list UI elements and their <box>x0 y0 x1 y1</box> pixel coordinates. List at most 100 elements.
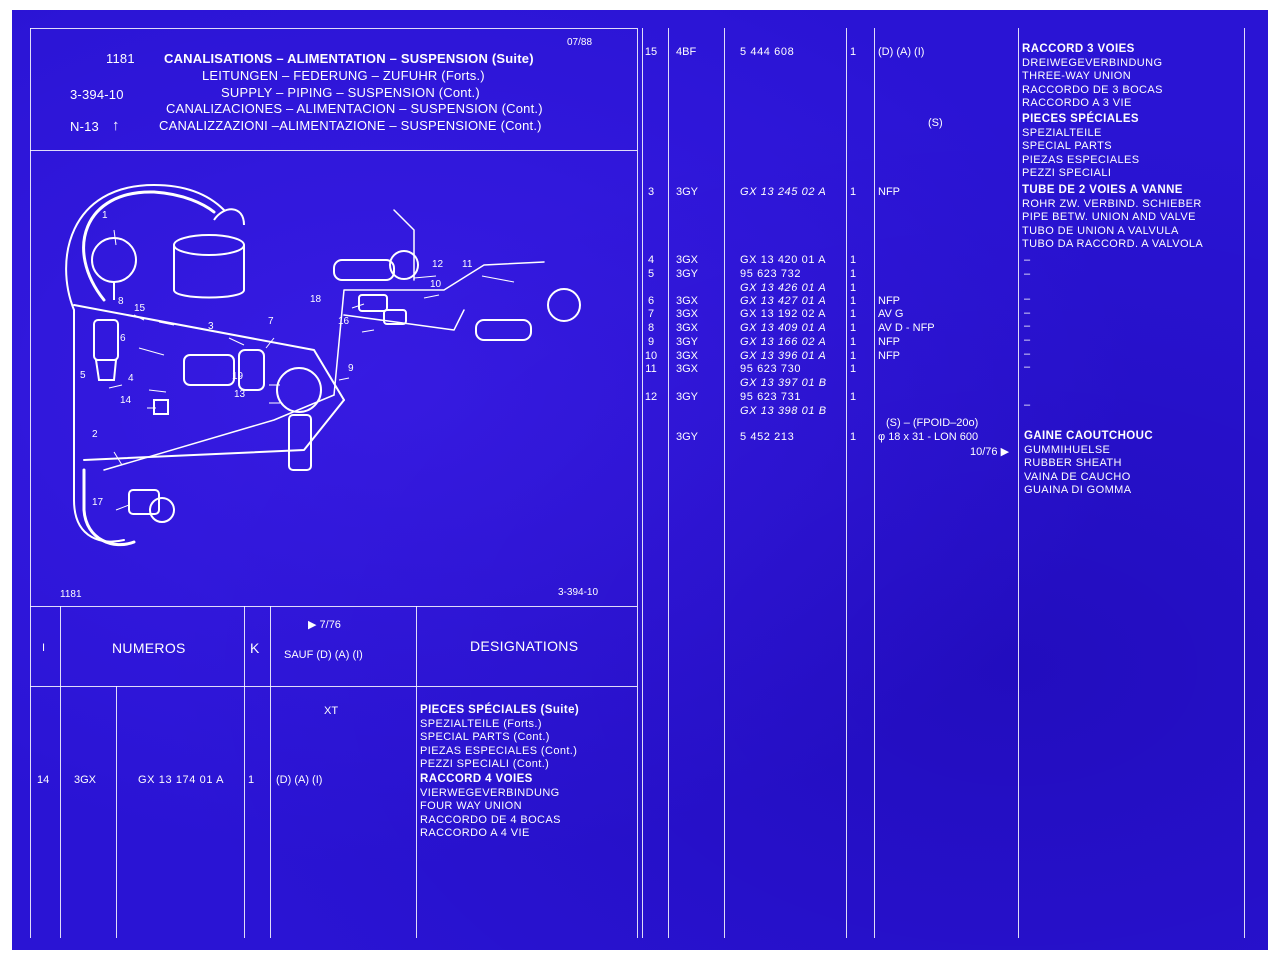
right-row-2-validity: (S) <box>928 117 943 129</box>
header-divider <box>30 150 637 151</box>
right-row-10-type: 3GY <box>676 336 699 348</box>
col-line-3 <box>244 606 245 938</box>
right-row-5-k: 1 <box>850 268 857 280</box>
right-row-8-validity: AV G <box>878 308 904 320</box>
right-row-1-type: 4BF <box>676 46 697 58</box>
diagram-code-left: 1181 <box>60 589 82 600</box>
right-designation-group-3: TUBE DE 2 VOIES A VANNE ROHR ZW. VERBIND… <box>1022 184 1204 251</box>
right-row-4-ref: 4 <box>647 254 655 266</box>
right-row-12-type: 3GX <box>676 363 699 375</box>
right-designation-dashes: – – – – – – – – – <box>1024 254 1031 411</box>
catalog-sheet: 1181 07/88 3-394-10 N-13 ↑ CANALISATIONS… <box>12 10 1268 950</box>
right-row-9-number: GX 13 409 01 A <box>740 322 827 334</box>
r-col-line-3 <box>846 28 847 938</box>
frame-top-left <box>30 28 637 29</box>
right-row-8-number: GX 13 192 02 A <box>740 308 827 320</box>
callout-7: 7 <box>268 316 274 327</box>
header-ref1: 3-394-10 <box>70 87 124 102</box>
right-designation-group-1: RACCORD 3 VOIES DREIWEGEVERBINDUNG THREE… <box>1022 43 1163 110</box>
col-line-2 <box>116 686 117 938</box>
left-row-2-type: 3GX <box>74 774 97 786</box>
callout-12: 12 <box>432 259 444 270</box>
table-head-bottom <box>30 686 637 687</box>
title-fr: CANALISATIONS – ALIMENTATION – SUSPENSIO… <box>164 51 534 66</box>
title-it: CANALIZZAZIONI –ALIMENTAZIONE – SUSPENSI… <box>159 118 542 133</box>
right-designation-group-2: PIECES SPÉCIALES SPEZIALTEILE SPECIAL PA… <box>1022 113 1140 180</box>
right-row-12-k: 1 <box>850 363 857 375</box>
callout-19: 19 <box>232 371 244 382</box>
title-de: LEITUNGEN – FEDERUNG – ZUFUHR (Forts.) <box>202 68 485 83</box>
right-row-12-number: 95 623 730 <box>740 363 802 375</box>
right-row-14-number: 95 623 731 <box>740 391 802 403</box>
right-row-16-validity: (S) – (FPOID–20o) <box>886 417 979 429</box>
callout-4: 4 <box>128 373 134 384</box>
right-row-14-ref: 12 <box>644 391 658 403</box>
right-row-6-k: 1 <box>850 282 857 294</box>
col-line-4 <box>270 606 271 938</box>
header-date: 07/88 <box>567 37 593 48</box>
callout-16: 16 <box>338 316 350 327</box>
right-row-7-validity: NFP <box>878 295 900 307</box>
frame-left <box>30 28 31 938</box>
callout-11: 11 <box>462 259 473 270</box>
r-col-line-1 <box>668 28 669 938</box>
right-row-1-number: 5 444 608 <box>740 46 795 58</box>
right-row-7-number: GX 13 427 01 A <box>740 295 827 307</box>
right-row-18-validity: 10/76 ▶ <box>970 446 1010 458</box>
right-designation-group-4: GAINE CAOUTCHOUC GUMMIHUELSE RUBBER SHEA… <box>1024 430 1154 497</box>
right-row-11-ref: 10 <box>644 350 658 362</box>
col-head-validity-1: ▶ 7/76 <box>308 619 341 631</box>
right-row-3-ref: 3 <box>647 186 655 198</box>
left-row-2-k: 1 <box>248 774 255 786</box>
right-row-9-ref: 8 <box>647 322 655 334</box>
right-row-10-number: GX 13 166 02 A <box>740 336 827 348</box>
callout-8: 8 <box>118 296 124 307</box>
callout-1: 1 <box>102 210 108 221</box>
right-row-17-validity: φ 18 x 31 - LON 600 <box>878 431 979 443</box>
right-row-3-type: 3GY <box>676 186 699 198</box>
right-row-5-type: 3GY <box>676 268 699 280</box>
col-line-5 <box>416 606 417 938</box>
left-row-2-number: GX 13 174 01 A <box>138 774 225 786</box>
right-row-10-validity: NFP <box>878 336 900 348</box>
callout-13: 13 <box>234 389 246 400</box>
callout-3: 3 <box>208 321 214 332</box>
r-col-line-2 <box>724 28 725 938</box>
header-ref2: N-13 <box>70 119 99 134</box>
right-row-4-k: 1 <box>850 254 857 266</box>
col-head-numeros: NUMEROS <box>112 640 186 656</box>
col-line-1 <box>60 606 61 938</box>
col-head-designations: DESIGNATIONS <box>470 638 579 654</box>
right-row-5-ref: 5 <box>647 268 655 280</box>
r-frame-right <box>1244 28 1245 938</box>
right-row-14-type: 3GY <box>676 391 699 403</box>
up-arrow-icon: ↑ <box>112 117 120 134</box>
left-row-1-designations: PIECES SPÉCIALES (Suite) SPEZIALTEILE (F… <box>420 704 580 771</box>
frame-center-right <box>642 28 643 938</box>
diagram-code-right: 3-394-10 <box>558 587 599 598</box>
right-row-3-k: 1 <box>850 186 857 198</box>
right-row-6-number: GX 13 426 01 A <box>740 282 827 294</box>
right-row-1-k: 1 <box>850 46 857 58</box>
right-row-9-validity: AV D - NFP <box>878 322 935 334</box>
header-code: 1181 <box>106 51 135 66</box>
left-row-2-validity: (D) (A) (I) <box>276 774 323 786</box>
right-row-11-validity: NFP <box>878 350 900 362</box>
callout-2: 2 <box>92 429 98 440</box>
title-es: CANALIZACIONES – ALIMENTACION – SUSPENSI… <box>166 101 543 116</box>
left-row-1-validity: XT <box>324 705 339 717</box>
exploded-parts-diagram <box>65 184 581 547</box>
callout-14: 14 <box>120 395 132 406</box>
callout-15: 15 <box>134 303 146 314</box>
right-row-17-number: 5 452 213 <box>740 431 795 443</box>
frame-center-left <box>637 28 638 938</box>
right-row-17-k: 1 <box>850 431 857 443</box>
right-row-8-type: 3GX <box>676 308 699 320</box>
left-row-2-designations: RACCORD 4 VOIES VIERWEGEVERBINDUNG FOUR … <box>420 773 561 840</box>
diagram-bottom <box>30 606 637 607</box>
right-row-8-ref: 7 <box>647 308 655 320</box>
col-head-index: I <box>42 642 46 654</box>
right-row-7-ref: 6 <box>647 295 655 307</box>
right-row-4-type: 3GX <box>676 254 699 266</box>
right-row-4-number: GX 13 420 01 A <box>740 254 827 266</box>
